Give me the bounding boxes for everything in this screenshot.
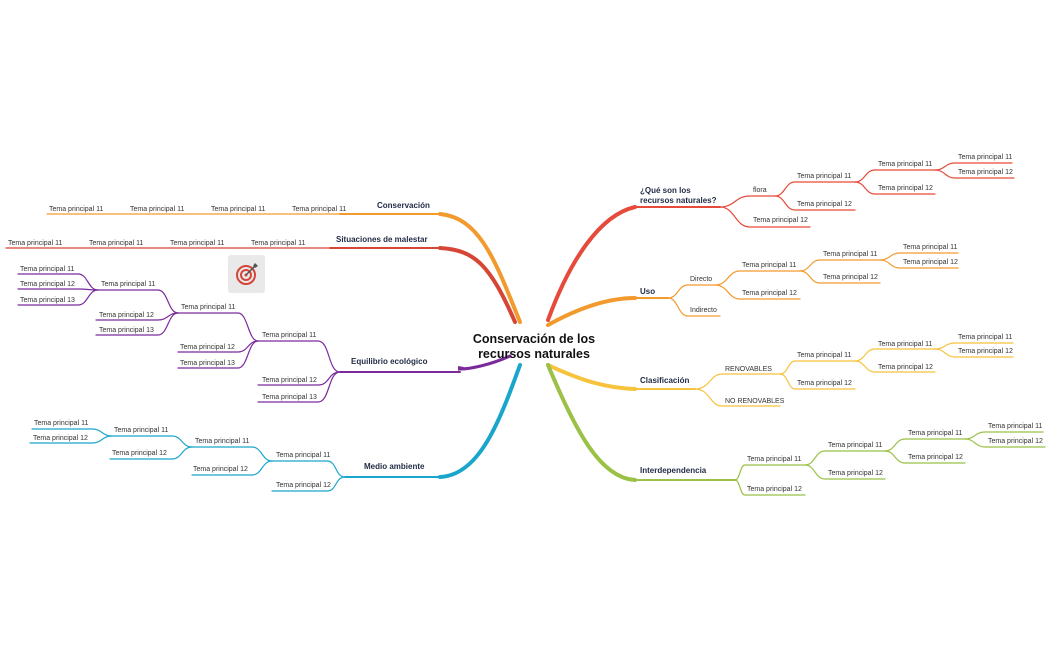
subtopic-flora-child1-b[interactable]: Tema principal 12	[878, 185, 933, 192]
subtopic-medio-1-a-1[interactable]: Tema principal 11	[114, 427, 169, 434]
subtopic-directo-1[interactable]: Tema principal 11	[742, 262, 797, 269]
subtopic-interdependencia-1-a-2[interactable]: Tema principal 12	[908, 454, 963, 461]
subtopic-directo-1-b[interactable]: Tema principal 12	[823, 274, 878, 281]
subtopic-renovables-1[interactable]: Tema principal 11	[797, 352, 852, 359]
subtopic-medio-2[interactable]: Tema principal 12	[276, 482, 331, 489]
branch-uso-connector	[546, 296, 637, 327]
topic-que-son[interactable]: ¿Qué son los recursos naturales?	[640, 186, 716, 206]
topic-interdependencia[interactable]: Interdependencia	[640, 466, 707, 475]
subtopic-medio-1-a-2[interactable]: Tema principal 12	[112, 450, 167, 457]
subtopic-flora[interactable]: flora	[753, 187, 767, 194]
subtopic-renovables[interactable]: RENOVABLES	[725, 366, 772, 373]
subtopic-renovables-1-a-1[interactable]: Tema principal 11	[958, 334, 1013, 341]
subtopic-renovables-2[interactable]: Tema principal 12	[797, 380, 852, 387]
subtopic-conservacion-1[interactable]: Tema principal 11	[292, 206, 347, 213]
subtopic-directo-1-a-2[interactable]: Tema principal 12	[903, 259, 958, 266]
subtopic-equilibrio-1[interactable]: Tema principal 11	[262, 332, 317, 339]
central-topic-line1: Conservación de los	[472, 332, 596, 346]
subtopic-directo-1-a[interactable]: Tema principal 11	[823, 251, 878, 258]
subtopic-equilibrio-1-a-3[interactable]: Tema principal 13	[99, 327, 154, 334]
subtopic-medio-1-b[interactable]: Tema principal 12	[193, 466, 248, 473]
subtopic-equilibrio-1-a-1-x[interactable]: Tema principal 11	[20, 266, 75, 273]
subtopic-flora-child2[interactable]: Tema principal 12	[797, 201, 852, 208]
subtopic-malestar-4[interactable]: Tema principal 11	[8, 240, 63, 247]
subtopic-equilibrio-3[interactable]: Tema principal 13	[262, 394, 317, 401]
branch-clasificacion-connector	[546, 363, 637, 391]
subtopic-equilibrio-1-a[interactable]: Tema principal 11	[181, 304, 236, 311]
subtopic-interdependencia-1-b[interactable]: Tema principal 12	[828, 470, 883, 477]
subtopic-medio-1[interactable]: Tema principal 11	[276, 452, 331, 459]
subtopic-renovables-1-a[interactable]: Tema principal 11	[878, 341, 933, 348]
subtopic-directo-1-a-1[interactable]: Tema principal 11	[903, 244, 958, 251]
topic-medio-ambiente[interactable]: Medio ambiente	[364, 462, 425, 471]
subtopic-flora-child1[interactable]: Tema principal 11	[797, 173, 852, 180]
topic-conservacion[interactable]: Conservación	[377, 201, 430, 210]
subtopic-equilibrio-1-a-1[interactable]: Tema principal 11	[101, 281, 156, 288]
branch-interdependencia-connector	[546, 363, 637, 482]
subtopic-flora-child1-a-1[interactable]: Tema principal 11	[958, 154, 1013, 161]
subtopic-malestar-3[interactable]: Tema principal 11	[89, 240, 144, 247]
subtopic-directo[interactable]: Directo	[690, 276, 713, 283]
subtopic-interdependencia-1-a-1-y[interactable]: Tema principal 12	[988, 438, 1043, 445]
branch-equilibrio-connector	[458, 354, 512, 371]
subtopic-renovables-1-b[interactable]: Tema principal 12	[878, 364, 933, 371]
subtopic-que-son-child2[interactable]: Tema principal 12	[753, 217, 808, 224]
branch-conservacion-connector	[438, 212, 522, 324]
subtopic-indirecto[interactable]: Indirecto	[690, 307, 717, 314]
subtopic-interdependencia-2[interactable]: Tema principal 12	[747, 486, 802, 493]
subtopic-interdependencia-1-a-1[interactable]: Tema principal 11	[908, 430, 963, 437]
topic-situaciones-de-malestar[interactable]: Situaciones de malestar	[336, 235, 428, 244]
topic-equilibrio-ecologico[interactable]: Equilibrio ecológico	[351, 357, 428, 366]
target-icon-container[interactable]	[228, 255, 265, 293]
central-topic-line2: recursos naturales	[478, 347, 590, 361]
branch-malestar-connector	[438, 246, 517, 324]
branch-medio-connector	[438, 363, 522, 479]
subtopic-equilibrio-1-a-2[interactable]: Tema principal 12	[99, 312, 154, 319]
target-icon	[236, 263, 258, 285]
subtopic-renovables-1-a-2[interactable]: Tema principal 12	[958, 348, 1013, 355]
subtopic-flora-child1-a-2[interactable]: Tema principal 12	[958, 169, 1013, 176]
topic-que-son-line2: recursos naturales?	[640, 196, 717, 205]
subtopic-equilibrio-1-c[interactable]: Tema principal 13	[180, 360, 235, 367]
subtopic-medio-1-a[interactable]: Tema principal 11	[195, 438, 250, 445]
subtopic-interdependencia-1[interactable]: Tema principal 11	[747, 456, 802, 463]
subtopic-medio-1-a-1-x[interactable]: Tema principal 11	[34, 420, 89, 427]
subtopic-flora-child1-a[interactable]: Tema principal 11	[878, 161, 933, 168]
topic-que-son-line1: ¿Qué son los	[640, 186, 691, 195]
subtopic-malestar-2[interactable]: Tema principal 11	[170, 240, 225, 247]
subtopic-malestar-1[interactable]: Tema principal 11	[251, 240, 306, 247]
subtopic-directo-2[interactable]: Tema principal 12	[742, 290, 797, 297]
central-topic[interactable]: Conservación de los recursos naturales	[462, 332, 606, 362]
subtopic-equilibrio-1-b[interactable]: Tema principal 12	[180, 344, 235, 351]
subtopic-conservacion-3[interactable]: Tema principal 11	[130, 206, 185, 213]
branch-que-son-connector	[546, 205, 637, 322]
subtopic-equilibrio-2[interactable]: Tema principal 12	[262, 377, 317, 384]
topic-clasificacion[interactable]: Clasificación	[640, 376, 690, 385]
subtopic-interdependencia-1-a[interactable]: Tema principal 11	[828, 442, 883, 449]
subtopic-conservacion-2[interactable]: Tema principal 11	[211, 206, 266, 213]
subtopic-interdependencia-1-a-1-x[interactable]: Tema principal 11	[988, 423, 1043, 430]
topic-uso[interactable]: Uso	[640, 287, 656, 296]
subtopic-conservacion-4[interactable]: Tema principal 11	[49, 206, 104, 213]
subtopic-no-renovables[interactable]: NO RENOVABLES	[725, 398, 785, 405]
subtopic-equilibrio-1-a-1-z[interactable]: Tema principal 13	[20, 297, 75, 304]
subtopic-medio-1-a-1-y[interactable]: Tema principal 12	[33, 435, 88, 442]
subtopic-equilibrio-1-a-1-y[interactable]: Tema principal 12	[20, 281, 75, 288]
